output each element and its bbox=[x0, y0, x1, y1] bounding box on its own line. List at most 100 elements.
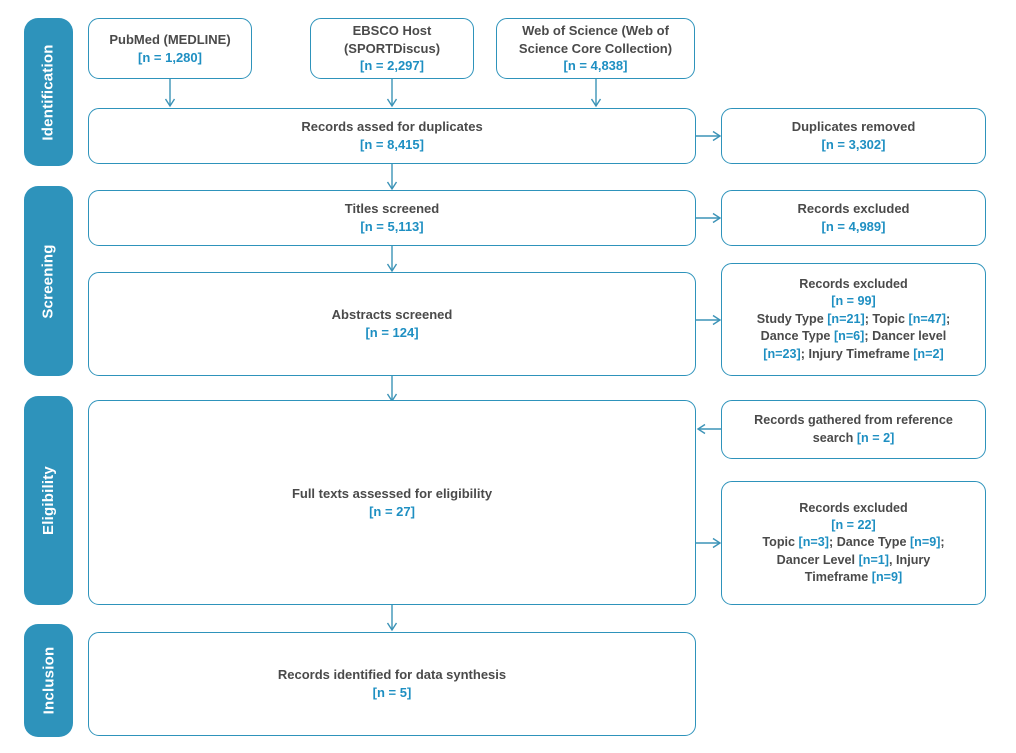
node-abstracts-screened: Abstracts screened [n = 124] bbox=[88, 272, 696, 376]
source-box-pubmed: PubMed (MEDLINE) [n = 1,280] bbox=[88, 18, 252, 79]
stage-bar-screening: Screening bbox=[24, 186, 73, 376]
node-fulltext-excluded: Records excluded [n = 22] Topic [n=3]; D… bbox=[721, 481, 986, 605]
node-reference-search-text: Records gathered from reference search [… bbox=[744, 410, 963, 449]
count-titles-screened: [n = 5,113] bbox=[360, 219, 424, 234]
reason-sep-0: ; bbox=[864, 311, 873, 326]
node-reference-search: Records gathered from reference search [… bbox=[721, 400, 986, 459]
label-titles-screened: Titles screened bbox=[344, 201, 440, 217]
source-box-ebsco-text: EBSCO Host (SPORTDiscus) [n = 2,297] bbox=[334, 20, 450, 78]
reason-count-dance-type: [n=6] bbox=[833, 329, 865, 344]
label-abstracts-excluded: Records excluded bbox=[799, 277, 908, 292]
arrow-ebsco-to-duplicates bbox=[386, 79, 398, 108]
node-abstracts-screened-text: Abstracts screened [n = 124] bbox=[322, 304, 463, 344]
count-fulltext-excluded: [n = 22] bbox=[831, 517, 876, 532]
label-fulltext-assessed: Full texts assessed for eligibility bbox=[291, 485, 493, 501]
ft-reason-sep-2: , bbox=[889, 552, 897, 567]
label-records-included: Records identified for data synthesis bbox=[277, 667, 507, 683]
ft-reason-label-dancer-level: Dancer Level bbox=[776, 552, 856, 567]
ft-reason-label-timeframe: Timeframe bbox=[804, 570, 869, 585]
node-fulltext-excluded-text: Records excluded [n = 22] Topic [n=3]; D… bbox=[752, 498, 954, 589]
source-count-wos: [n = 4,838] bbox=[563, 58, 628, 74]
node-titles-excluded-text: Records excluded [n = 4,989] bbox=[788, 198, 920, 238]
source-label-wos-2: Science Core Collection) bbox=[518, 40, 673, 56]
arrow-fulltext-to-included bbox=[386, 605, 398, 632]
label-reference-search-2: search bbox=[812, 430, 854, 445]
source-label-ebsco-2: (SPORTDiscus) bbox=[343, 40, 441, 56]
node-abstracts-excluded: Records excluded [n = 99] Study Type [n=… bbox=[721, 263, 986, 376]
arrow-wos-to-duplicates bbox=[590, 79, 602, 108]
ft-reason-count-injury-timeframe: [n=9] bbox=[871, 570, 903, 585]
count-records-included: [n = 5] bbox=[372, 685, 412, 700]
reason-label-injury-timeframe: Injury Timeframe bbox=[808, 346, 910, 361]
source-box-web-of-science: Web of Science (Web of Science Core Coll… bbox=[496, 18, 695, 79]
node-abstracts-excluded-text: Records excluded [n = 99] Study Type [n=… bbox=[747, 274, 960, 365]
label-reference-search: Records gathered from reference bbox=[754, 413, 953, 428]
ft-reason-count-dance-type: [n=9] bbox=[909, 535, 941, 550]
ft-reason-count-topic: [n=3] bbox=[798, 535, 829, 550]
reason-count-topic: [n=47] bbox=[908, 311, 946, 326]
source-count-ebsco: [n = 2,297] bbox=[360, 58, 424, 74]
arrow-fulltext-to-excluded bbox=[696, 537, 722, 549]
arrow-duplicates-assessed-to-removed bbox=[696, 130, 722, 142]
label-fulltext-excluded: Records excluded bbox=[799, 500, 908, 515]
source-label-ebsco: EBSCO Host bbox=[352, 22, 432, 38]
label-abstracts-screened: Abstracts screened bbox=[331, 307, 453, 323]
reason-sep-3: ; bbox=[800, 346, 809, 361]
count-abstracts-excluded: [n = 99] bbox=[831, 294, 876, 309]
arrow-reference-search-to-fulltext bbox=[696, 423, 722, 435]
node-records-included: Records identified for data synthesis [n… bbox=[88, 632, 696, 736]
node-records-assessed-for-duplicates-text: Records assed for duplicates [n = 8,415] bbox=[291, 116, 492, 156]
node-titles-screened-text: Titles screened [n = 5,113] bbox=[335, 198, 449, 238]
reason-sep-2: ; bbox=[864, 329, 873, 344]
stage-bar-eligibility: Eligibility bbox=[24, 396, 73, 605]
reason-count-study-type: [n=21] bbox=[827, 311, 865, 326]
reason-count-injury-timeframe: [n=2] bbox=[913, 346, 944, 361]
source-box-web-of-science-text: Web of Science (Web of Science Core Coll… bbox=[509, 20, 682, 78]
reason-label-study-type: Study Type bbox=[756, 311, 824, 326]
node-titles-excluded: Records excluded [n = 4,989] bbox=[721, 190, 986, 246]
count-reference-search: [n = 2] bbox=[856, 430, 895, 445]
node-records-included-text: Records identified for data synthesis [n… bbox=[268, 664, 516, 704]
count-titles-excluded: [n = 4,989] bbox=[821, 219, 886, 234]
source-box-pubmed-text: PubMed (MEDLINE) [n = 1,280] bbox=[99, 29, 240, 69]
arrow-pubmed-to-duplicates bbox=[164, 79, 176, 108]
label-duplicates-removed: Duplicates removed bbox=[791, 119, 916, 135]
reason-sep-1: ; bbox=[946, 311, 951, 326]
arrow-titles-screened-to-excluded bbox=[696, 212, 722, 224]
node-duplicates-removed: Duplicates removed [n = 3,302] bbox=[721, 108, 986, 164]
arrow-titles-to-abstracts bbox=[386, 246, 398, 273]
stage-label-identification: Identification bbox=[40, 43, 58, 141]
ft-reason-count-dancer-level: [n=1] bbox=[858, 552, 890, 567]
node-duplicates-removed-text: Duplicates removed [n = 3,302] bbox=[782, 116, 926, 156]
source-label-pubmed: PubMed (MEDLINE) bbox=[109, 31, 231, 47]
arrow-abstracts-screened-to-excluded bbox=[696, 314, 722, 326]
ft-reason-sep-1: ; bbox=[940, 535, 945, 550]
label-records-assessed-for-duplicates: Records assed for duplicates bbox=[301, 119, 483, 135]
stage-bar-inclusion: Inclusion bbox=[24, 624, 73, 737]
stage-label-screening: Screening bbox=[40, 243, 58, 319]
node-fulltext-assessed-text: Full texts assessed for eligibility [n =… bbox=[282, 483, 502, 523]
source-box-ebsco: EBSCO Host (SPORTDiscus) [n = 2,297] bbox=[310, 18, 474, 79]
count-fulltext-assessed: [n = 27] bbox=[369, 503, 415, 519]
count-duplicates-removed: [n = 3,302] bbox=[821, 137, 886, 152]
stage-bar-identification: Identification bbox=[24, 18, 73, 166]
stage-label-eligibility: Eligibility bbox=[40, 466, 57, 535]
reason-label-topic: Topic bbox=[872, 311, 906, 326]
reason-count-dancer-level: [n=23] bbox=[763, 346, 801, 361]
source-label-wos: Web of Science (Web of bbox=[522, 22, 669, 38]
reason-label-dance-type: Dance Type bbox=[760, 329, 831, 344]
arrow-duplicates-to-titles bbox=[386, 164, 398, 191]
count-records-assessed-for-duplicates: [n = 8,415] bbox=[360, 137, 424, 152]
node-fulltext-assessed: Full texts assessed for eligibility [n =… bbox=[88, 400, 696, 605]
ft-reason-label-dance-type: Dance Type bbox=[836, 535, 907, 550]
label-titles-excluded: Records excluded bbox=[797, 201, 910, 217]
node-titles-screened: Titles screened [n = 5,113] bbox=[88, 190, 696, 246]
ft-reason-label-topic: Topic bbox=[762, 535, 796, 550]
source-count-pubmed: [n = 1,280] bbox=[138, 49, 202, 65]
node-records-assessed-for-duplicates: Records assed for duplicates [n = 8,415] bbox=[88, 108, 696, 164]
count-abstracts-screened: [n = 124] bbox=[365, 325, 419, 340]
stage-label-inclusion: Inclusion bbox=[40, 646, 58, 715]
ft-reason-sep-0: ; bbox=[828, 535, 837, 550]
ft-reason-label-injury: Injury bbox=[896, 552, 931, 567]
